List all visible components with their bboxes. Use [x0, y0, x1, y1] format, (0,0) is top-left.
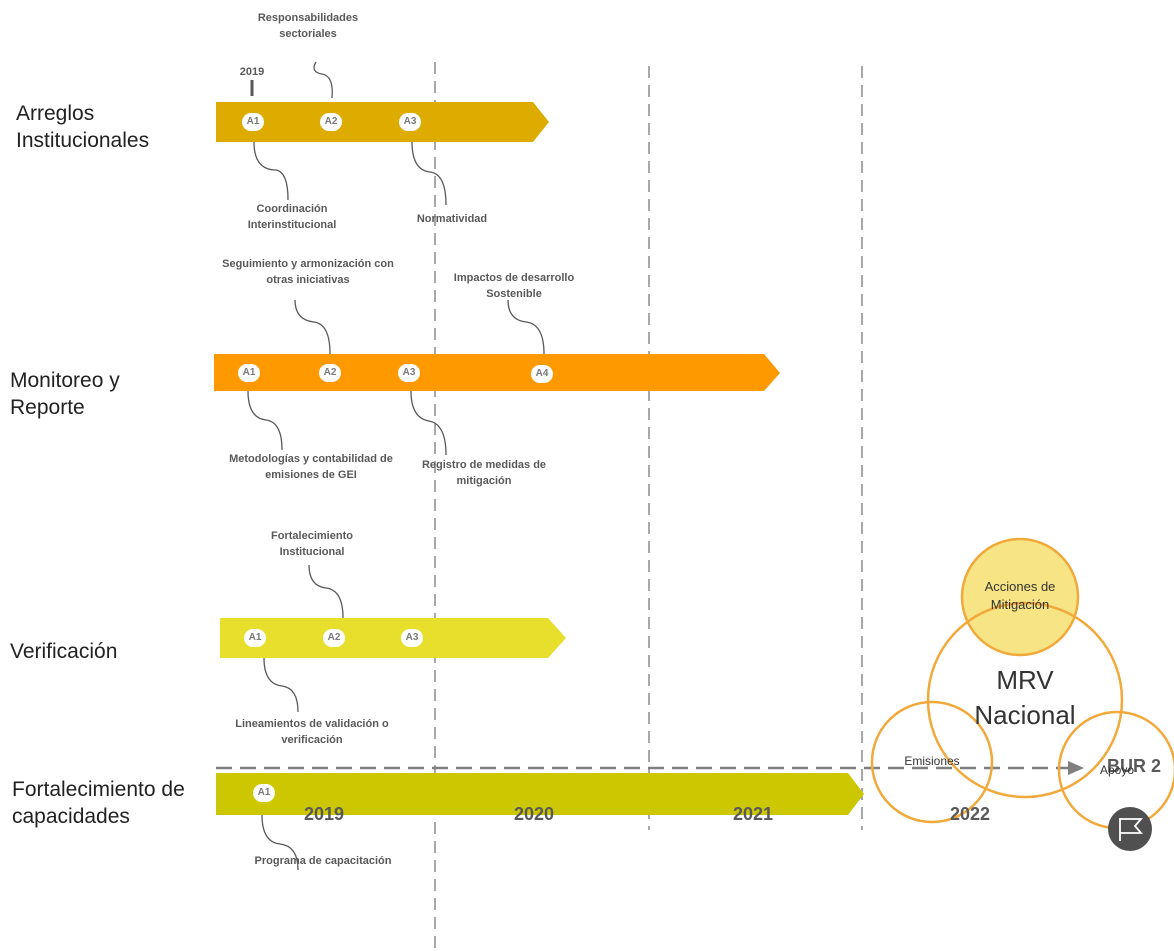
row-label-monitoreo: Monitoreo y Reporte	[10, 367, 120, 421]
row-label-line1: Fortalecimiento de	[12, 778, 185, 801]
row-label-verificacion: Verificación	[10, 638, 117, 665]
row-label-line1: Arreglos	[16, 102, 95, 125]
connector-coordinacion	[253, 141, 289, 201]
annotation-metodologias: Metodologías y contabilidad de emisiones…	[229, 453, 393, 481]
mrv-center-line2: Nacional	[974, 700, 1076, 730]
timeline-end-label: BUR 2	[1107, 756, 1162, 776]
marker-monitoreo-a3: A3	[398, 364, 420, 382]
timeline-arrowhead	[1068, 761, 1084, 775]
mrv-top-circle	[960, 537, 1080, 657]
row-label-fortalecimiento: Fortalecimiento de capacidades	[12, 776, 185, 830]
marker-arreglos-a2: A2	[320, 113, 342, 131]
timeline-year-2022: 2022	[949, 804, 991, 824]
marker-verificacion-a1: A1	[244, 629, 266, 647]
marker-arreglos-a3: A3	[399, 113, 421, 131]
row-label-line2: Institucionales	[16, 129, 150, 152]
annotation-fortalecimiento-inst: Fortalecimiento Institucional	[271, 530, 353, 558]
connector-metodologias	[247, 390, 283, 451]
annotation-responsabilidades: Responsabilidades sectoriales	[257, 12, 359, 40]
flag-icon-bg	[1108, 807, 1152, 851]
mrv-top-text: Acciones de Mitigación	[984, 579, 1056, 612]
mrv-left-text: Emisiones	[904, 754, 960, 768]
row-arrow-verificacion	[220, 618, 566, 658]
connector-programa	[261, 814, 299, 871]
row-arrow-fortalecimiento	[216, 773, 864, 815]
connector-normatividad	[411, 141, 447, 206]
marker-monitoreo-a4: A4	[531, 365, 553, 383]
marker-verificacion-a2: A2	[323, 629, 345, 647]
row-label-line1: Verificación	[10, 640, 118, 663]
connector-impactos	[507, 299, 545, 355]
annotation-normatividad: Normatividad	[416, 213, 488, 225]
connector-lineamientos	[263, 657, 299, 713]
marker-arreglos-a1: A1	[242, 113, 264, 131]
row-arrow-monitoreo	[214, 354, 780, 391]
marker-monitoreo-a2: A2	[319, 364, 341, 382]
connector-registro	[410, 390, 447, 456]
row-label-line1: Monitoreo y	[10, 369, 120, 392]
marker-monitoreo-a1: A1	[238, 364, 260, 382]
annotation-impactos: Impactos de desarrollo Sostenible	[453, 272, 575, 300]
annotation-coordinacion: Coordinación Interinstitucional	[247, 203, 337, 231]
annotation-programa: Programa de capacitación	[254, 855, 392, 867]
marker-verificacion-a3: A3	[401, 629, 423, 647]
connector-seguimiento	[294, 299, 331, 355]
timeline-year-2021: 2021	[732, 804, 774, 824]
row-label-line2: capacidades	[12, 805, 130, 828]
mrv-center-line1: MRV	[996, 665, 1054, 695]
flag-icon	[1119, 818, 1143, 841]
row-arrow-arreglos	[216, 102, 549, 142]
connector-responsabilidades	[313, 61, 333, 99]
connector-fortalecimiento-inst	[308, 564, 344, 619]
annotation-lineamientos: Lineamientos de validación o verificació…	[235, 718, 389, 746]
marker-fortalecimiento-a1: A1	[253, 784, 275, 802]
annotation-registro: Registro de medidas de mitigación	[421, 459, 547, 487]
mrv-right-text: Apoyo	[1099, 763, 1135, 777]
annotation-seguimiento: Seguimiento y armonización con otras ini…	[222, 258, 394, 286]
mrv-center-circle	[926, 601, 1124, 799]
timeline-year-2019: 2019	[303, 804, 345, 824]
row-label-line2: Reporte	[10, 396, 85, 419]
mrv-left-circle	[870, 700, 994, 824]
row-label-arreglos: Arreglos Institucionales	[16, 100, 149, 154]
timeline-year-2020: 2020	[513, 804, 555, 824]
annotation-year-2019: 2019	[239, 66, 265, 78]
